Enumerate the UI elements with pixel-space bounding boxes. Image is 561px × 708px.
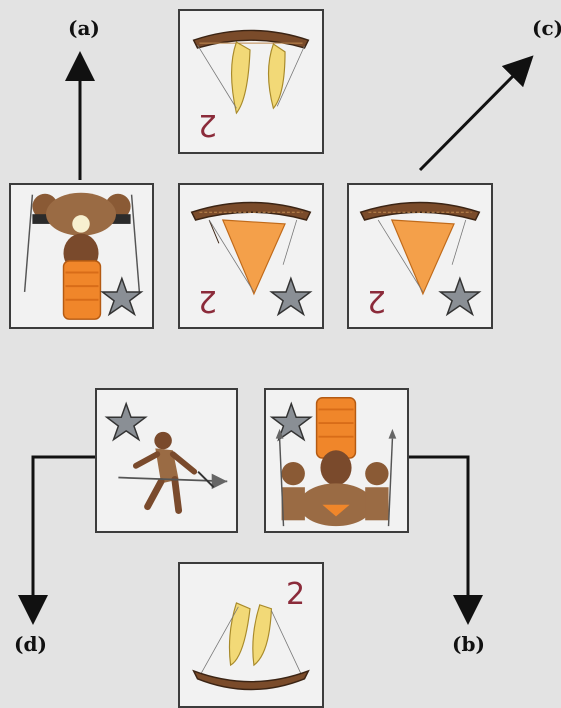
label-b: (b) bbox=[452, 632, 485, 656]
ship-icon bbox=[359, 201, 482, 317]
card-top-ship: 2 bbox=[178, 9, 324, 154]
label-c: (c) bbox=[532, 16, 561, 40]
chief-icon bbox=[269, 397, 397, 527]
arrow-b bbox=[408, 455, 483, 625]
card-chief bbox=[264, 388, 409, 533]
card-center-ship: 2 bbox=[178, 183, 324, 329]
warrior-icon bbox=[104, 401, 228, 514]
card-chief-upside-down bbox=[9, 183, 154, 329]
card-warrior bbox=[95, 388, 238, 533]
ship-number: 2 bbox=[198, 107, 218, 142]
card-bottom-ship: 2 bbox=[178, 562, 324, 708]
label-d: (d) bbox=[14, 632, 47, 656]
ship-number: 2 bbox=[286, 577, 306, 612]
star-icon bbox=[269, 276, 313, 317]
ship-icon bbox=[192, 602, 310, 691]
star-icon bbox=[269, 401, 313, 442]
ship-icon bbox=[192, 29, 310, 115]
ship-number: 2 bbox=[198, 283, 218, 318]
star-icon bbox=[100, 276, 144, 317]
ship-icon bbox=[190, 201, 313, 317]
ship-number: 2 bbox=[367, 283, 387, 318]
star-icon bbox=[104, 401, 148, 442]
arrow-d bbox=[18, 455, 96, 625]
star-icon bbox=[438, 276, 482, 317]
chief-icon bbox=[23, 192, 144, 320]
card-right-ship: 2 bbox=[347, 183, 493, 329]
arrow-c bbox=[418, 55, 534, 172]
label-a: (a) bbox=[68, 16, 100, 40]
